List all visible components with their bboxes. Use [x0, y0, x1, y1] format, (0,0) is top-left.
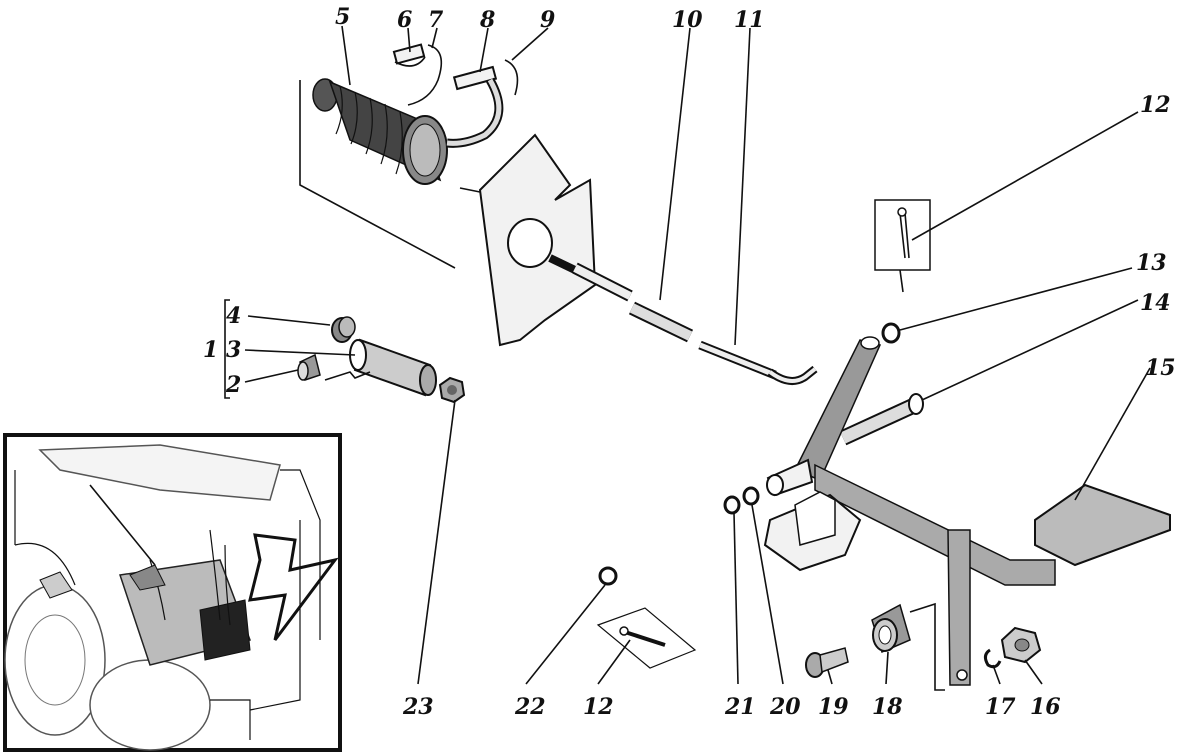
clamp-6 — [392, 43, 426, 67]
callout-3: 3 — [226, 337, 241, 363]
callout-12-top: 12 — [1140, 92, 1171, 118]
callout-13: 13 — [1136, 250, 1167, 276]
machine-location-inset — [3, 433, 342, 752]
callout-10: 10 — [672, 7, 703, 33]
callout-2: 2 — [225, 372, 241, 398]
callout-23: 23 — [402, 694, 434, 720]
pin-14 — [839, 393, 924, 446]
callout-14: 14 — [1140, 290, 1171, 316]
callout-9: 9 — [540, 7, 555, 33]
assembly-1-bracket — [224, 299, 230, 399]
cotter-pin-inset — [874, 199, 931, 293]
bracket-line-bushing — [909, 602, 945, 691]
leader-lines — [244, 25, 1151, 685]
sleeve-3 — [324, 338, 437, 397]
cotter-pin-bottom — [596, 607, 697, 669]
callout-4: 4 — [226, 303, 241, 329]
washer-20 — [742, 486, 760, 506]
washer-22 — [598, 566, 618, 586]
callout-22: 22 — [514, 694, 546, 720]
pedal-bracket — [763, 491, 862, 572]
pedal-lever — [766, 336, 1056, 686]
callout-6: 6 — [397, 7, 412, 33]
callout-16: 16 — [1030, 694, 1061, 720]
bracket-line-boot — [299, 80, 481, 269]
callout-20: 20 — [769, 694, 801, 720]
callout-18: 18 — [872, 694, 903, 720]
bolt-19 — [805, 647, 849, 678]
rod-11 — [698, 340, 818, 385]
bushing-2 — [297, 353, 321, 381]
callout-8: 8 — [479, 7, 495, 33]
washer-17 — [983, 648, 1002, 669]
callout-21: 21 — [724, 694, 756, 720]
callout-5: 5 — [335, 4, 350, 30]
callout-19: 19 — [818, 694, 849, 720]
clamp-7 — [407, 44, 443, 106]
bellows-boot — [312, 78, 448, 185]
callout-11: 11 — [734, 7, 765, 33]
washer-13 — [881, 322, 901, 344]
washer-21 — [723, 495, 741, 515]
nut-4 — [331, 316, 356, 343]
rod-10 — [548, 254, 694, 343]
pedal-pad-15 — [1034, 483, 1171, 567]
nut-16 — [1000, 626, 1042, 664]
bushing-18 — [871, 603, 911, 654]
callout-12-bottom: 12 — [583, 694, 614, 720]
callout-1: 1 — [203, 337, 218, 363]
clamp-8 — [446, 65, 504, 148]
firewall-panel — [478, 133, 597, 347]
nut-23 — [438, 376, 466, 404]
clamp-9 — [504, 59, 519, 96]
callout-labels: 5 6 7 8 9 10 11 12 13 14 15 4 1 3 2 23 2… — [203, 4, 1176, 720]
callout-17: 17 — [985, 694, 1016, 720]
callout-15: 15 — [1145, 355, 1176, 381]
callout-7: 7 — [428, 7, 444, 33]
